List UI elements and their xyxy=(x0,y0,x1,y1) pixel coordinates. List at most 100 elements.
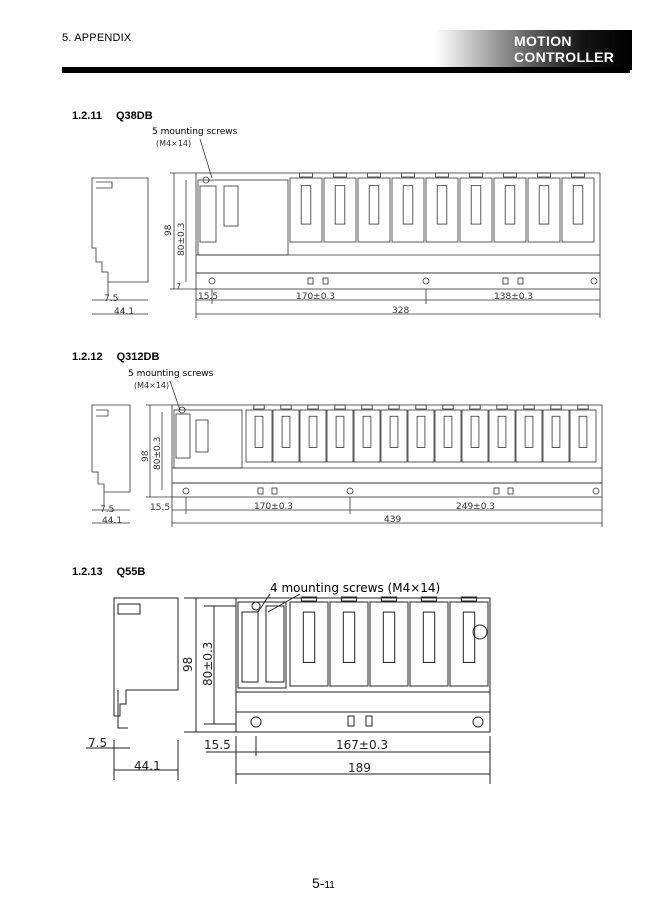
slot-connector xyxy=(254,415,264,448)
slot-top-tab xyxy=(435,172,449,178)
slot-top-tab xyxy=(300,596,318,602)
front-view xyxy=(195,172,601,290)
slot-top-tab xyxy=(253,404,265,410)
section-number: 1.2.12 xyxy=(72,351,103,363)
dim-width: 189 xyxy=(348,761,371,775)
slot-connector xyxy=(368,185,380,225)
section-number: 1.2.11 xyxy=(72,110,102,122)
dim-depth-offset: 7.5 xyxy=(88,736,107,750)
chapter-label: 5. APPENDIX xyxy=(62,32,132,44)
io-slot xyxy=(245,409,273,463)
io-slot xyxy=(461,409,489,463)
io-slot xyxy=(569,409,597,463)
side-view xyxy=(91,404,131,506)
dim-width: 328 xyxy=(392,306,409,316)
front-view xyxy=(235,597,491,733)
slot-top-tab xyxy=(299,172,313,178)
slot-connector xyxy=(504,185,516,225)
callout-text: 4 mounting screws (M4×14) xyxy=(270,581,440,595)
slot-connector xyxy=(436,185,448,225)
screw-spec: (M4×14) xyxy=(134,381,169,390)
io-slot xyxy=(289,177,323,243)
io-slot xyxy=(488,409,516,463)
dim-depth: 44.1 xyxy=(102,516,122,526)
slot-top-tab xyxy=(496,404,508,410)
dim-left-offset: 15.5 xyxy=(204,738,231,752)
slot-connector xyxy=(342,611,356,663)
dim-pitch-2: 138±0.3 xyxy=(494,292,533,302)
io-slot xyxy=(369,601,409,687)
header-banner xyxy=(436,30,632,70)
callout-text: 5 mounting screws xyxy=(152,127,238,137)
section-name: Q312DB xyxy=(116,351,160,363)
slot-connector xyxy=(335,415,345,448)
slot-connector xyxy=(443,415,453,448)
slot-connector xyxy=(281,415,291,448)
slot-top-tab xyxy=(367,172,381,178)
front-view xyxy=(171,404,603,498)
slot-connector xyxy=(524,415,534,448)
mount-holes xyxy=(182,487,600,495)
dim-depth: 44.1 xyxy=(134,759,161,773)
dim-width: 439 xyxy=(384,515,401,525)
slot-connector xyxy=(389,415,399,448)
mount-holes xyxy=(208,277,598,285)
io-slot xyxy=(409,601,449,687)
side-view xyxy=(113,597,179,729)
slot-connector xyxy=(572,185,584,225)
section-number: 1.2.13 xyxy=(72,566,103,578)
dim-height-total: 98 xyxy=(141,450,151,462)
slot-connector xyxy=(362,415,372,448)
slot-connector xyxy=(578,415,588,448)
section-title-q312db: 1.2.12 Q312DB xyxy=(72,351,173,363)
screw-spec: (M4×14) xyxy=(156,139,191,148)
slot-top-tab xyxy=(503,172,517,178)
slot-top-tab xyxy=(361,404,373,410)
dim-height-mount: 80±0.3 xyxy=(201,642,215,686)
slot-group xyxy=(289,596,489,687)
slot-connector xyxy=(470,415,480,448)
dim-bottom-offset: 7 xyxy=(176,282,181,291)
dim-depth: 44.1 xyxy=(114,307,134,317)
slot-top-tab xyxy=(469,404,481,410)
mount-holes xyxy=(250,715,484,728)
slot-connector xyxy=(334,185,346,225)
io-slot xyxy=(329,601,369,687)
dim-pitch-1: 170±0.3 xyxy=(254,502,293,512)
io-slot xyxy=(449,601,489,687)
slot-top-tab xyxy=(415,404,427,410)
slot-group xyxy=(245,404,597,463)
slot-connector xyxy=(470,185,482,225)
io-slot xyxy=(542,409,570,463)
dim-pitch-2: 249±0.3 xyxy=(456,502,495,512)
dim-pitch-1: 170±0.3 xyxy=(296,292,335,302)
io-slot xyxy=(380,409,408,463)
slot-top-tab xyxy=(550,404,562,410)
slot-connector xyxy=(538,185,550,225)
slot-top-tab xyxy=(442,404,454,410)
slot-group xyxy=(289,172,595,243)
slot-connector xyxy=(422,611,436,663)
dim-height-mount: 80±0.3 xyxy=(177,223,187,256)
io-slot xyxy=(323,177,357,243)
slot-top-tab xyxy=(307,404,319,410)
dim-height-mount: 80±0.3 xyxy=(153,437,163,470)
slot-top-tab xyxy=(401,172,415,178)
io-slot xyxy=(391,177,425,243)
header-title-line2: CONTROLLER xyxy=(514,49,615,65)
slot-top-tab xyxy=(460,596,478,602)
io-slot xyxy=(353,409,381,463)
slot-top-tab xyxy=(571,172,585,178)
slot-connector xyxy=(300,185,312,225)
slot-connector xyxy=(302,611,316,663)
io-slot xyxy=(515,409,543,463)
io-slot xyxy=(527,177,561,243)
dim-pitch-1: 167±0.3 xyxy=(336,738,388,752)
slot-top-tab xyxy=(280,404,292,410)
slot-connector xyxy=(416,415,426,448)
